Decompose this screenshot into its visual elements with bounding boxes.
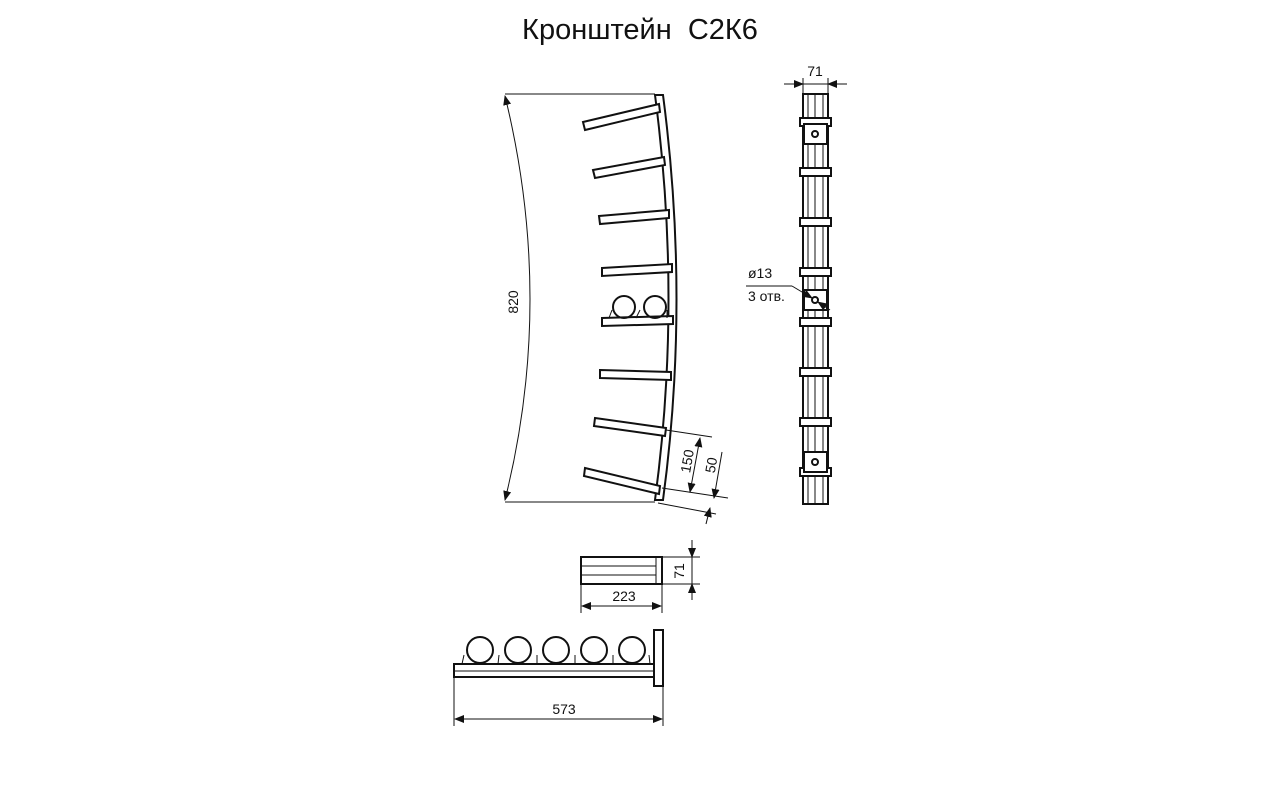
dim-pitch-label: 150 — [677, 448, 697, 474]
side-arm — [799, 167, 832, 177]
hole-diameter-label: ø13 — [748, 265, 772, 281]
mount-hole — [811, 458, 819, 466]
side-arm — [799, 217, 832, 227]
side-view: 71 ø13 3 отв. — [746, 63, 847, 505]
dimension-line — [703, 507, 712, 525]
pipe-circle — [542, 636, 570, 664]
dimension-arc — [503, 95, 531, 501]
dim-height-label: 820 — [505, 290, 521, 314]
side-arm — [799, 367, 832, 377]
side-arm — [799, 267, 832, 277]
side-arm — [799, 417, 832, 427]
dim-depth-label: 223 — [612, 588, 636, 604]
dim-length-label: 573 — [552, 701, 576, 717]
front-view: 820 150 50 — [503, 93, 729, 525]
mount-hole — [811, 296, 819, 304]
arm-2 — [591, 155, 667, 180]
arm-3 — [597, 208, 670, 226]
plan-outline — [580, 556, 663, 585]
drawing-title: Кронштейн С2К6 — [522, 14, 758, 46]
extension-line — [665, 429, 713, 438]
pipe-circle — [618, 636, 646, 664]
arms — [581, 102, 674, 496]
extension-line — [657, 502, 717, 515]
curved-spine — [653, 94, 678, 501]
pipe-circle — [580, 636, 608, 664]
mount-plate — [803, 123, 828, 145]
hole-leader — [817, 301, 831, 311]
hole-count-label: 3 отв. — [748, 288, 785, 304]
dim-plan-width-label: 71 — [671, 563, 687, 579]
arm-7 — [592, 416, 668, 438]
dimension-line — [687, 437, 703, 493]
hole-leader — [791, 285, 813, 299]
pipe-clamps — [461, 654, 651, 665]
pipe-circle — [643, 295, 667, 319]
mount-plate — [803, 289, 828, 311]
bottom-view: 573 — [453, 629, 664, 726]
mount-hole — [811, 130, 819, 138]
plan-view: 71 223 — [580, 540, 700, 613]
arm-5 — [601, 314, 674, 328]
side-arm — [799, 317, 832, 327]
pipe-clamp — [608, 309, 668, 319]
mount-plate — [803, 451, 828, 473]
bottom-mount-plate — [653, 629, 664, 687]
pipe-circle — [504, 636, 532, 664]
arm-4 — [601, 262, 673, 278]
dim-edge-label: 50 — [702, 456, 720, 474]
dim-top-width-label: 71 — [807, 63, 823, 79]
pipe-circle — [612, 295, 636, 319]
arm-1 — [581, 102, 662, 132]
pipe-circle — [466, 636, 494, 664]
dimension-line — [711, 451, 723, 499]
arm-6 — [599, 368, 672, 382]
extension-line — [661, 487, 729, 499]
arm-8 — [582, 466, 662, 496]
bottom-pipes — [461, 636, 651, 665]
